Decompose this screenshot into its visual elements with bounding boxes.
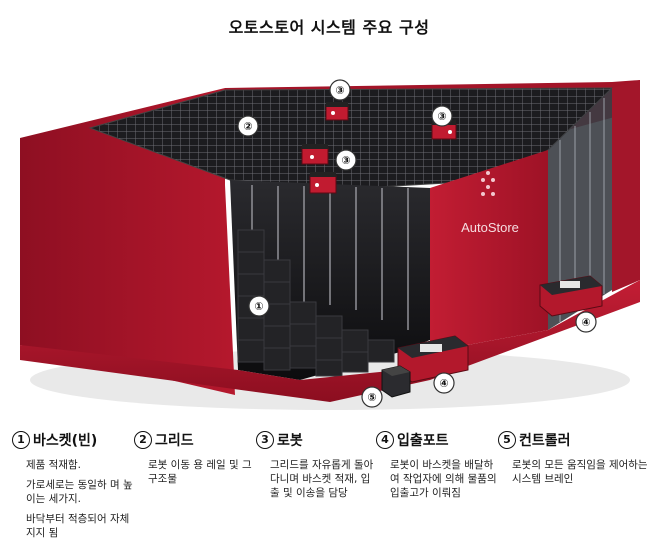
legend-desc: 바닥부터 적층되어 자체지지 됨 — [26, 513, 130, 539]
outer-wall-left — [20, 88, 235, 395]
svg-text:④: ④ — [439, 377, 448, 390]
callout-grid: ② — [237, 115, 259, 137]
robot-icon — [325, 102, 349, 121]
callout-robot: ③ — [335, 149, 357, 171]
legend-item-robot: 3 로봇 그리드를 자유롭게 돌아다니며 바스켓 적재, 입출 및 이송을 담당 — [256, 430, 378, 506]
legend-item-port: 4 입출포트 로봇이 바스켓을 배달하여 작업자에 의해 물품의 입출고가 이뤄… — [376, 430, 498, 506]
outer-wall-right — [430, 150, 548, 352]
callout-controller: ⑤ — [361, 386, 383, 408]
svg-text:③: ③ — [341, 154, 350, 167]
legend-desc: 제품 적재함. — [26, 459, 81, 471]
port-icon — [397, 335, 469, 383]
legend-item-controller: 5 컨트롤러 로봇의 모든 움직임을 제어하는 시스템 브레인 — [498, 430, 648, 492]
legend-number: 1 — [12, 431, 30, 449]
svg-text:②: ② — [243, 120, 252, 133]
legend-desc: 로봇의 모든 움직임을 제어하는 시스템 브레인 — [512, 459, 648, 485]
legend-number: 3 — [256, 431, 274, 449]
legend-item-basket: 1 바스켓(빈) 제품 적재함. 가로세로는 동일하 며 높이는 세가지. 바닥… — [12, 430, 134, 546]
brand-label: AutoStore — [461, 220, 519, 235]
legend-desc: 로봇이 바스켓을 배달하여 작업자에 의해 물품의 입출고가 이뤄짐 — [390, 459, 497, 499]
port-icon — [539, 275, 603, 317]
grid-top — [90, 88, 612, 188]
legend-title: 그리드 — [155, 433, 194, 449]
svg-text:③: ③ — [437, 110, 446, 123]
legend-title: 컨트롤러 — [519, 433, 571, 449]
robot-icon — [309, 172, 337, 194]
legend-number: 5 — [498, 431, 516, 449]
legend-title: 바스켓(빈) — [33, 433, 98, 449]
legend: 1 바스켓(빈) 제품 적재함. 가로세로는 동일하 며 높이는 세가지. 바닥… — [0, 430, 658, 543]
legend-desc: 로봇 이동 용 레일 및 그 구조물 — [148, 459, 252, 485]
callout-port: ④ — [575, 311, 597, 333]
autostore-logo-icon — [481, 171, 495, 196]
callout-robot: ③ — [329, 79, 351, 101]
legend-number: 2 — [134, 431, 152, 449]
legend-desc: 가로세로는 동일하 며 높이는 세가지. — [26, 479, 133, 505]
floor-strip — [20, 280, 640, 402]
callout-basket: ① — [248, 295, 270, 317]
controller-icon — [381, 365, 411, 398]
autostore-illustration: AutoStore — [20, 79, 640, 410]
legend-title: 로봇 — [277, 433, 303, 449]
robot-icon — [301, 144, 329, 165]
legend-number: 4 — [376, 431, 394, 449]
callout-port: ④ — [433, 372, 455, 394]
callout-robot: ③ — [431, 105, 453, 127]
page-title: 오토스토어 시스템 주요 구성 — [228, 18, 430, 37]
svg-text:⑤: ⑤ — [367, 391, 376, 404]
svg-text:③: ③ — [335, 84, 344, 97]
legend-desc: 그리드를 자유롭게 돌아다니며 바스켓 적재, 입출 및 이송을 담당 — [270, 459, 374, 499]
legend-item-grid: 2 그리드 로봇 이동 용 레일 및 그 구조물 — [134, 430, 256, 492]
svg-text:①: ① — [254, 300, 263, 313]
legend-title: 입출포트 — [397, 433, 449, 449]
svg-text:④: ④ — [581, 316, 590, 329]
